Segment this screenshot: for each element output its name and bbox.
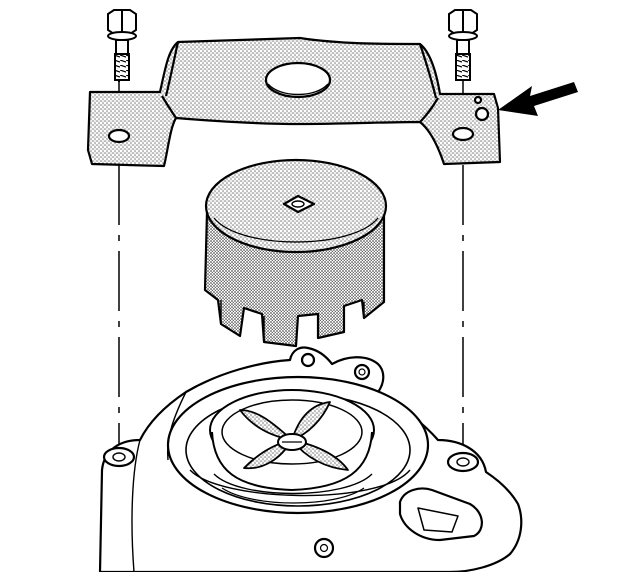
indicator-arrow xyxy=(498,82,578,116)
bracket-hole-left xyxy=(107,128,131,144)
bracket-plate-body xyxy=(86,36,502,168)
bracket-marker-hole-2 xyxy=(473,95,483,105)
bracket-hole-right xyxy=(451,126,475,142)
housing-lug-top xyxy=(300,352,316,368)
impeller xyxy=(209,389,375,504)
bracket-marker-hole-1 xyxy=(474,106,490,122)
tool-cylinder xyxy=(203,158,388,348)
bolt-right xyxy=(448,9,478,81)
bracket-center-hole xyxy=(264,61,332,99)
bolt-left xyxy=(107,9,137,82)
bracket-plate xyxy=(86,36,502,168)
